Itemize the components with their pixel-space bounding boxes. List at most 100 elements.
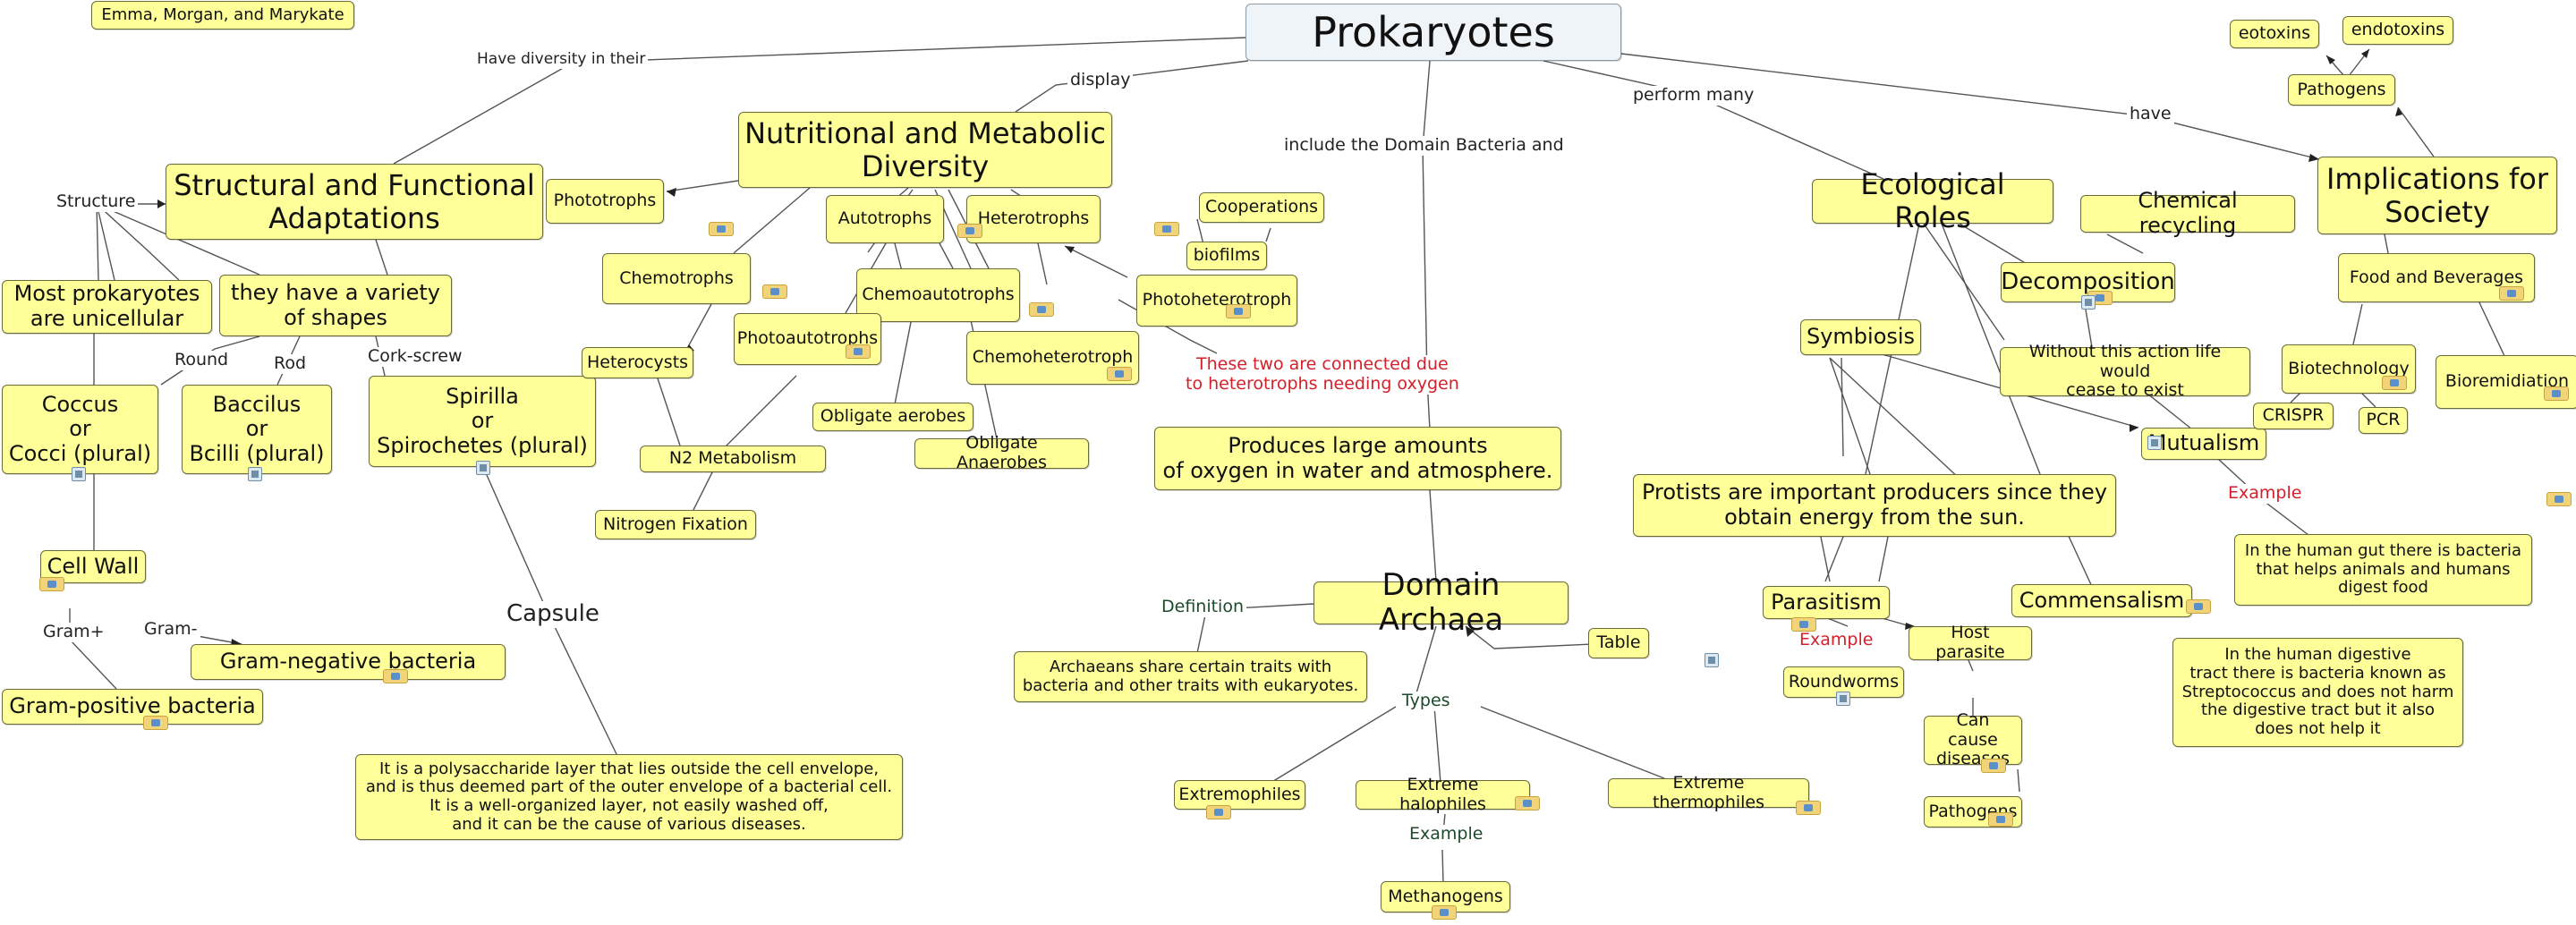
node-chemotrophs[interactable]: Chemotrophs xyxy=(602,253,751,304)
node-phototrophs[interactable]: Phototrophs xyxy=(546,179,664,224)
node-archaea-definition[interactable]: Archaeans share certain traits with bact… xyxy=(1014,651,1367,702)
node-endotoxins[interactable]: endotoxins xyxy=(2342,16,2453,45)
image-icon[interactable] xyxy=(248,467,262,481)
resource-icon[interactable] xyxy=(2544,386,2569,401)
node-obligate-aerobes[interactable]: Obligate aerobes xyxy=(812,403,973,431)
node-unicellular[interactable]: Most prokaryotes are unicellular xyxy=(2,280,212,334)
link-label-round: Round xyxy=(172,350,232,370)
resource-icon[interactable] xyxy=(1981,759,2006,773)
node-symbiosis[interactable]: Symbiosis xyxy=(1800,319,1921,355)
node-obligate-anaerobes[interactable]: Obligate Anaerobes xyxy=(914,433,1089,472)
node-can-cause-diseases[interactable]: Can cause diseases xyxy=(1924,710,2022,768)
node-produces-oxygen[interactable]: Produces large amounts of oxygen in wate… xyxy=(1154,427,1561,490)
resource-icon[interactable] xyxy=(383,669,408,683)
node-nitrogen-fixation[interactable]: Nitrogen Fixation xyxy=(595,510,756,539)
resource-icon[interactable] xyxy=(957,224,982,238)
link-label-types: Types xyxy=(1399,691,1453,711)
node-commensalism[interactable]: Commensalism xyxy=(2011,584,2192,617)
node-spirilla[interactable]: Spirilla or Spirochetes (plural) xyxy=(369,376,596,467)
resource-icon[interactable] xyxy=(1791,617,1816,632)
node-pcr[interactable]: PCR xyxy=(2359,407,2408,434)
node-parasitism[interactable]: Parasitism xyxy=(1763,586,1890,619)
node-cooperations[interactable]: Cooperations xyxy=(1199,192,1324,223)
link-label-connected: These two are connected due to heterotro… xyxy=(1183,354,1462,395)
resource-icon[interactable] xyxy=(2499,286,2524,301)
resource-icon[interactable] xyxy=(39,577,64,591)
root-node-prokaryotes[interactable]: Prokaryotes xyxy=(1245,4,1621,61)
node-exotoxins[interactable]: eotoxins xyxy=(2230,20,2319,48)
link-label-rod: Rod xyxy=(271,353,310,374)
node-autotrophs[interactable]: Autotrophs xyxy=(826,195,944,243)
resource-icon[interactable] xyxy=(1432,905,1457,920)
resource-icon[interactable] xyxy=(2186,599,2211,614)
resource-icon[interactable] xyxy=(1029,302,1054,317)
node-chemical-recycling[interactable]: Chemical recycling xyxy=(2080,189,2295,238)
resource-icon[interactable] xyxy=(143,716,168,730)
image-icon[interactable] xyxy=(2147,436,2162,450)
resource-icon[interactable] xyxy=(709,222,734,236)
node-biofilms[interactable]: biofilms xyxy=(1186,242,1267,270)
node-heterocysts[interactable]: Heterocysts xyxy=(582,347,693,378)
image-icon[interactable] xyxy=(1836,692,1850,706)
image-icon[interactable] xyxy=(476,461,490,475)
image-icon[interactable] xyxy=(2081,295,2096,310)
node-bioremediation[interactable]: Bioremidiation xyxy=(2436,355,2576,409)
node-baccilus[interactable]: Baccilus or Bcilli (plural) xyxy=(182,385,332,474)
node-crispr[interactable]: CRISPR xyxy=(2253,403,2334,429)
link-label-perform: perform many xyxy=(1630,85,1757,106)
authors-node[interactable]: Emma, Morgan, and Marykate xyxy=(91,1,354,30)
node-streptococcus[interactable]: In the human digestive tract there is ba… xyxy=(2172,638,2463,747)
image-icon[interactable] xyxy=(1705,653,1719,667)
node-domain-archaea[interactable]: Domain Archaea xyxy=(1314,567,1569,638)
link-label-example-archaea: Example xyxy=(1407,824,1486,844)
resource-icon[interactable] xyxy=(846,344,871,359)
resource-icon[interactable] xyxy=(1515,796,1540,810)
node-structural-adaptations[interactable]: Structural and Functional Adaptations xyxy=(166,164,543,240)
resource-icon[interactable] xyxy=(762,284,787,299)
node-nutritional-diversity[interactable]: Nutritional and Metabolic Diversity xyxy=(738,112,1112,188)
node-implications-society[interactable]: Implications for Society xyxy=(2317,157,2557,234)
node-photoheterotroph[interactable]: Photoheterotroph xyxy=(1136,275,1297,327)
node-chemoheterotroph[interactable]: Chemoheterotroph xyxy=(966,331,1139,385)
resource-icon[interactable] xyxy=(1226,304,1251,318)
node-capsule-definition[interactable]: It is a polysaccharide layer that lies o… xyxy=(355,754,903,840)
resource-icon[interactable] xyxy=(1796,801,1821,815)
node-biotechnology[interactable]: Biotechnology xyxy=(2282,344,2416,394)
node-mutualism[interactable]: Mutualism xyxy=(2141,428,2266,460)
resource-icon[interactable] xyxy=(2546,492,2572,506)
node-human-gut[interactable]: In the human gut there is bacteria that … xyxy=(2234,534,2532,606)
link-label-corkscrew: Cork-screw xyxy=(365,346,465,367)
node-gram-positive[interactable]: Gram-positive bacteria xyxy=(2,689,263,725)
link-label-example-parasitism: Example xyxy=(1797,630,1876,650)
resource-icon[interactable] xyxy=(1206,805,1231,819)
link-label-structure: Structure xyxy=(54,191,139,212)
resource-icon[interactable] xyxy=(2382,376,2407,390)
node-pathogens-society[interactable]: Pathogens xyxy=(2288,74,2395,106)
node-gram-negative[interactable]: Gram-negative bacteria xyxy=(191,644,506,680)
node-chemoautotrophs[interactable]: Chemoautotrophs xyxy=(856,268,1020,322)
node-ecological-roles[interactable]: Ecological Roles xyxy=(1812,168,2053,233)
node-protists-producers[interactable]: Protists are important producers since t… xyxy=(1633,474,2116,537)
resource-icon[interactable] xyxy=(1154,222,1179,236)
node-extreme-halophiles[interactable]: Extreme halophiles xyxy=(1356,775,1530,813)
link-label-example-mutualism: Example xyxy=(2225,483,2305,504)
node-extreme-thermophiles[interactable]: Extreme thermophiles xyxy=(1608,773,1809,811)
node-host-parasite[interactable]: Host parasite xyxy=(1909,623,2032,662)
link-label-display: display xyxy=(1067,70,1134,90)
image-icon[interactable] xyxy=(72,467,86,481)
node-n2-metabolism[interactable]: N2 Metabolism xyxy=(640,446,826,472)
resource-icon[interactable] xyxy=(1988,812,2013,827)
link-label-gram-plus: Gram+ xyxy=(40,622,107,642)
link-label-definition: Definition xyxy=(1159,597,1247,617)
node-photoautotrophs[interactable]: Photoautotrophs xyxy=(734,313,881,365)
node-table[interactable]: Table xyxy=(1588,628,1649,658)
node-variety-of-shapes[interactable]: they have a variety of shapes xyxy=(219,275,452,336)
link-label-gram-minus: Gram- xyxy=(141,619,200,640)
node-decomposition[interactable]: Decomposition xyxy=(2001,262,2175,302)
node-heterotrophs[interactable]: Heterotrophs xyxy=(966,195,1101,243)
node-extremophiles[interactable]: Extremophiles xyxy=(1174,780,1305,810)
node-coccus[interactable]: Coccus or Cocci (plural) xyxy=(2,385,158,474)
resource-icon[interactable] xyxy=(1107,367,1132,381)
node-without-action[interactable]: Without this action life would cease to … xyxy=(2000,342,2250,400)
link-label-include: include the Domain Bacteria and xyxy=(1281,135,1567,156)
